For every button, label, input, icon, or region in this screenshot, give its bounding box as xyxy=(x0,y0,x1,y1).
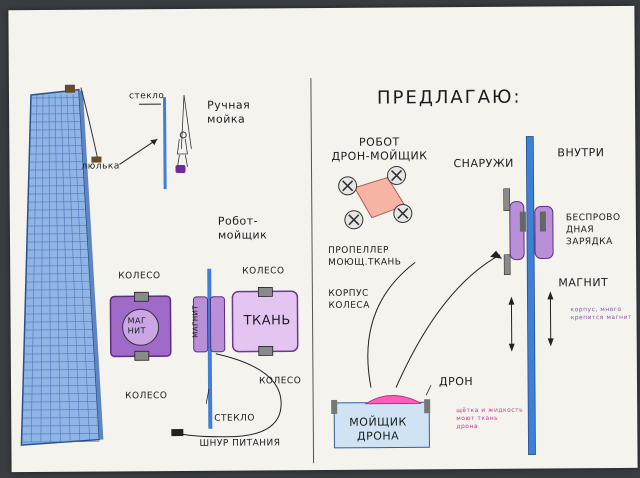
manual-wash-label: Ручная мойка xyxy=(207,98,251,126)
drone-wash-station xyxy=(331,385,432,449)
wheel-label-top-right: КОЛЕСО xyxy=(242,266,285,277)
robot-title: Робот- мойщик xyxy=(217,214,268,242)
cloth-block-text: ТКАНЬ xyxy=(243,313,291,329)
propeller-label: ПРОПЕЛЛЕР МОЮЩ.ТКАНЬ xyxy=(328,245,402,268)
station-label: МОЙЩИК ДРОНА xyxy=(349,415,407,443)
magnet-label: МАГНИТ xyxy=(558,276,609,290)
wireless-charging-label: БЕСПРОВО ДНАЯ ЗАРЯДКА xyxy=(565,212,621,248)
magnet-block-text: МАГ НИТ xyxy=(127,316,147,336)
wheel-label-bottom-right: КОЛЕСО xyxy=(258,376,302,387)
drone-title: РОБОТ ДРОН-МОЙЩИК xyxy=(331,135,428,163)
cradle-label: люлька xyxy=(81,161,120,172)
divider-line xyxy=(310,78,315,464)
robot-washer xyxy=(109,268,299,438)
poster: стекло Ручная мойка люлька Робот- мойщик… xyxy=(8,5,638,473)
cradle-icon xyxy=(91,156,102,163)
power-cord-label: ШНУР ПИТАНИЯ xyxy=(199,438,281,449)
wheel-label-top-left: КОЛЕСО xyxy=(118,271,161,282)
attached-drone xyxy=(503,188,554,352)
glass-label-bottom: СТЕКЛО xyxy=(214,413,256,424)
body-label: КОРПУС КОЛЕСА xyxy=(328,288,370,311)
arc-arrow-up xyxy=(395,254,501,388)
manual-wash-figure xyxy=(163,94,192,190)
glass-label: стекло xyxy=(128,91,165,102)
inside-label: ВНУТРИ xyxy=(557,146,605,160)
drone-robot xyxy=(338,165,413,230)
skyscraper xyxy=(20,84,104,446)
drone-label: ДРОН xyxy=(438,374,474,389)
magnet-note: корпус, много крепится магнит xyxy=(570,305,633,322)
station-note: щётка и жидкость моют ткань дрона xyxy=(456,406,524,431)
arc-arrow-down xyxy=(367,261,416,388)
cradle-rope xyxy=(80,87,102,163)
glass-pane-right xyxy=(525,136,536,455)
magnet-vertical-text: МАГНИТ xyxy=(191,304,200,338)
arrow-cradle xyxy=(119,138,158,165)
outside-label: СНАРУЖИ xyxy=(453,156,514,171)
proposal-heading: ПРЕДЛАГАЮ: xyxy=(376,86,522,109)
diagram-canvas xyxy=(20,78,554,464)
wheel-label-bottom-left: КОЛЕСО xyxy=(125,391,168,402)
